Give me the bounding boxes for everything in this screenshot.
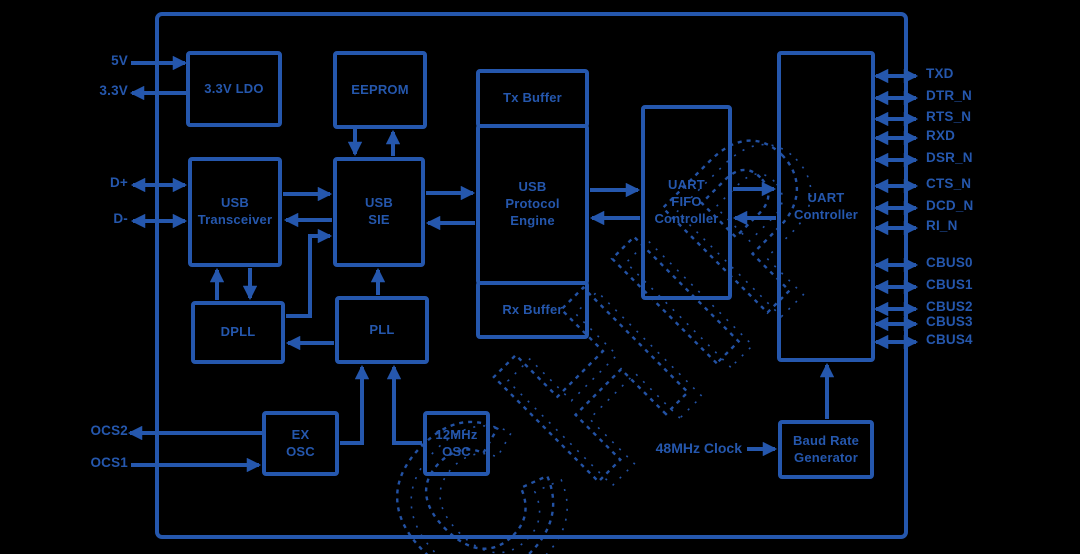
pin-label-3v3: 3.3V — [99, 83, 128, 98]
block-rx-buffer: Rx Buffer — [476, 281, 589, 339]
pin-label-d-minus: D- — [113, 211, 128, 226]
block-tx-buffer: Tx Buffer — [476, 69, 589, 128]
pin-label-cbus3: CBUS3 — [926, 314, 973, 329]
block-uart-controller: UART Controller — [777, 51, 875, 362]
pin-label-cbus2: CBUS2 — [926, 299, 973, 314]
pin-label-ri-n: RI_N — [926, 218, 958, 233]
pin-label-d-plus: D+ — [109, 175, 128, 190]
pin-label-5v: 5V — [111, 53, 128, 68]
block-pll: PLL — [335, 296, 429, 364]
block-usb-transceiver: USB Transceiver — [188, 157, 282, 267]
wire-exosc-to-pll — [340, 364, 370, 445]
pin-label-rts-n: RTS_N — [926, 109, 972, 124]
pin-label-dcd-n: DCD_N — [926, 198, 974, 213]
pin-label-dsr-n: DSR_N — [926, 150, 973, 165]
pin-label-cbus0: CBUS0 — [926, 255, 973, 270]
pin-label-ocs2: OCS2 — [90, 423, 128, 438]
pin-label-cts-n: CTS_N — [926, 176, 972, 191]
wire-12mhz-to-pll — [386, 364, 422, 445]
block-3v3-ldo: 3.3V LDO — [186, 51, 282, 127]
pin-label-txd: TXD — [926, 66, 954, 81]
block-12mhz-osc: 12MHz OSC — [423, 411, 490, 476]
chip-boundary — [155, 12, 908, 539]
block-eeprom: EEPROM — [333, 51, 427, 129]
block-baud-rate-generator: Baud Rate Generator — [778, 420, 874, 479]
pin-label-dtr-n: DTR_N — [926, 88, 973, 103]
pin-label-cbus4: CBUS4 — [926, 332, 973, 347]
wire-dpll-to-sie — [286, 228, 333, 318]
block-usb-protocol-engine: USB Protocol Engine — [476, 124, 589, 285]
block-dpll: DPLL — [191, 301, 285, 364]
pin-label-cbus1: CBUS1 — [926, 277, 973, 292]
block-ex-osc: EX OSC — [262, 411, 339, 476]
block-uart-fifo-controller: UART FIFO Controller — [641, 105, 732, 300]
clock-annotation: 48MHz Clock — [655, 440, 742, 456]
pin-label-rxd: RXD — [926, 128, 956, 143]
pin-label-ocs1: OCS1 — [90, 455, 128, 470]
block-usb-sie: USB SIE — [333, 157, 425, 267]
